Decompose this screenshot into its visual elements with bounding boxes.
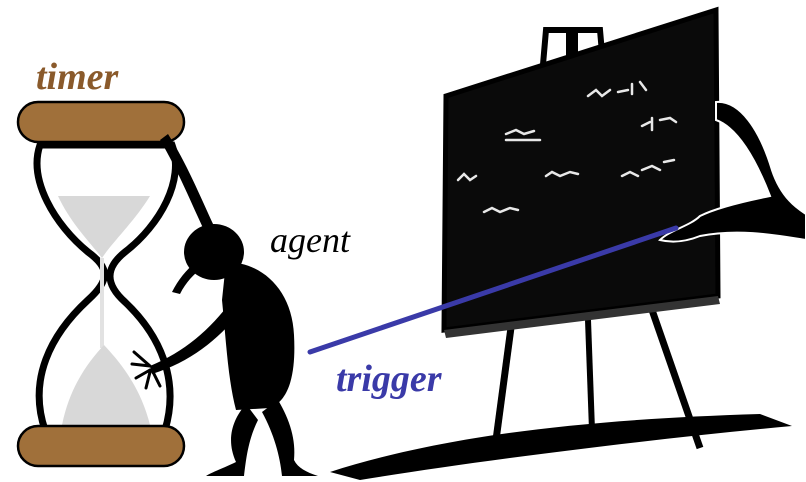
- agent-arm-up: [160, 134, 214, 232]
- agent-leg-right: [262, 400, 318, 476]
- hourglass-sand-stream: [100, 258, 104, 348]
- agent-arm-down: [150, 300, 240, 374]
- trigger-line: [307, 225, 679, 355]
- easel-ground: [330, 414, 792, 480]
- hourglass-sand-top: [58, 196, 150, 258]
- agent-leg-left: [206, 404, 258, 476]
- hourglass-top-cap: [16, 100, 186, 144]
- agent-nose: [172, 262, 202, 294]
- agent-body: [222, 262, 295, 410]
- blackboard: [441, 6, 721, 333]
- blackboard-easel-icon: [330, 6, 806, 480]
- hourglass-sand-bottom: [62, 345, 150, 425]
- hourglass-icon: [16, 100, 186, 468]
- agent-label: agent: [270, 220, 350, 260]
- easel-leg-middle: [585, 319, 595, 431]
- easel-leg-left: [492, 319, 516, 441]
- timer-label: timer: [36, 56, 119, 98]
- presenter-arm: [658, 100, 806, 243]
- chalk-scribbles: [456, 80, 678, 214]
- hourglass-bottom-cap: [16, 424, 186, 468]
- trigger-label: trigger: [336, 358, 442, 400]
- blackboard-ledge: [444, 296, 720, 338]
- agent-hand: [130, 350, 162, 390]
- agent-silhouette-icon: [130, 134, 318, 476]
